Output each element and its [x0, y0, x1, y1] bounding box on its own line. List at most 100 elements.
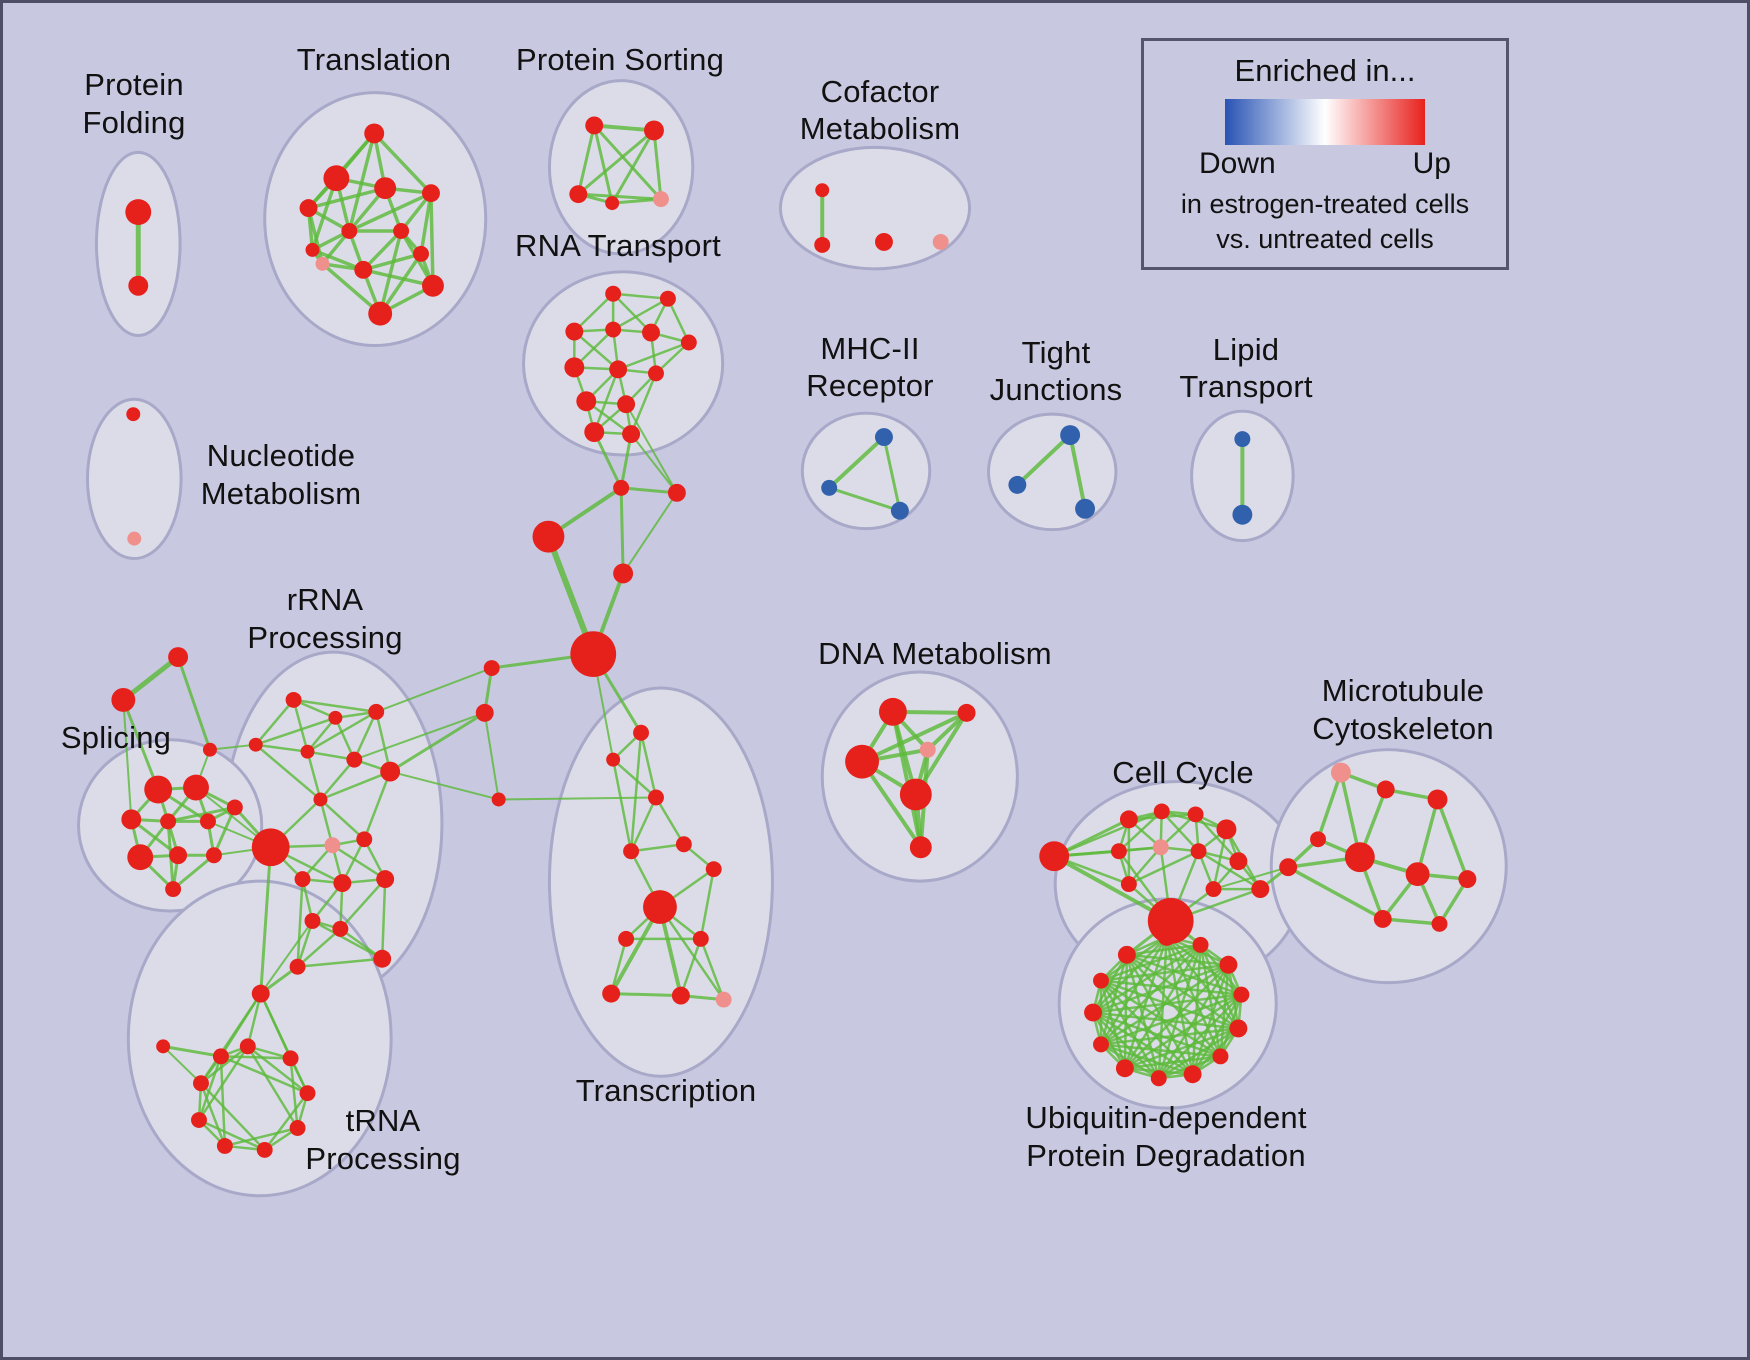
edge-mh1-mh2 — [827, 435, 886, 490]
edge-tn4-tn6 — [223, 1126, 299, 1148]
legend-title: Enriched in... — [1234, 53, 1416, 88]
edge-rr17-rr18 — [296, 957, 384, 968]
edge-ub6-ub10 — [1099, 1043, 1222, 1058]
legend-up-label: Up — [1412, 147, 1451, 180]
edge-ub3-ub12 — [1099, 963, 1230, 982]
edge-ub4-ub12 — [1099, 979, 1243, 996]
gene-set-node-nm1 — [126, 407, 141, 422]
gene-set-node-tr8 — [305, 242, 320, 257]
edge-rr18-rr15 — [311, 919, 384, 961]
gene-set-node-mt8 — [1458, 870, 1477, 889]
edge-tn1-tn3 — [246, 1045, 309, 1095]
gene-set-node-ps1 — [585, 116, 604, 135]
gene-set-node-ub7 — [1183, 1065, 1202, 1084]
gene-set-node-dm6 — [909, 836, 932, 859]
gene-set-node-rt9 — [648, 365, 664, 382]
edge-rr4-rr2 — [254, 716, 337, 746]
gene-set-node-tn6 — [216, 1137, 233, 1154]
gene-set-node-tc2 — [606, 752, 621, 767]
edge-ps2-ps3 — [576, 128, 656, 196]
edge-rt3-rt8 — [573, 330, 620, 371]
edge-rr9-rr11 — [319, 798, 366, 841]
edge-tn3-tn5 — [263, 1091, 309, 1152]
edge-tr3-tr4 — [306, 186, 387, 210]
gene-set-node-mt7 — [1405, 862, 1430, 887]
edge-tn4-tn1 — [246, 1045, 299, 1130]
gene-set-node-rr18 — [373, 949, 392, 968]
edge-rr14-rr10 — [331, 844, 387, 881]
gene-set-node-tn5 — [256, 1141, 273, 1158]
gene-set-node-cc3 — [1153, 803, 1170, 820]
edge-ps2-ps5 — [652, 128, 663, 201]
gene-set-node-sp1 — [144, 775, 173, 804]
gene-set-node-rt11 — [617, 395, 636, 414]
edge-fc11-sp1 — [121, 698, 160, 792]
gene-set-node-cc10 — [1120, 876, 1137, 893]
gene-set-node-sp10 — [165, 881, 182, 898]
gene-set-node-tn7 — [191, 1112, 207, 1129]
edge-tc2-tc3 — [611, 758, 658, 799]
gene-set-node-sp2 — [183, 774, 209, 801]
edge-fc7-rr6 — [353, 711, 486, 761]
edge-fc8-tc3 — [497, 796, 657, 801]
edge-ub11-ub13 — [1091, 953, 1129, 1014]
gene-set-node-rt4 — [605, 321, 622, 338]
edge-ub10-ub13 — [1099, 953, 1129, 1046]
gene-set-node-tr3 — [299, 199, 318, 218]
gene-set-node-mt5 — [1344, 842, 1375, 873]
legend-caption-line2: vs. untreated cells — [1216, 224, 1434, 254]
gene-set-node-rr1 — [285, 691, 302, 708]
edge-tc1-tc5 — [629, 731, 643, 853]
edge-rr1-rr3 — [292, 698, 378, 714]
edge-rt1-rt3 — [573, 292, 615, 333]
gene-set-node-rt12 — [584, 422, 605, 443]
edge-rr7-rr11 — [363, 770, 392, 841]
gene-set-node-pf1 — [125, 199, 152, 226]
edge-cc10-cc7 — [1127, 846, 1162, 886]
edge-tn7-tn9 — [197, 1055, 223, 1122]
gene-set-node-tr7 — [393, 223, 410, 239]
gene-set-node-rt5 — [642, 323, 660, 342]
legend-down-label: Down — [1199, 147, 1276, 180]
edge-rt2-rt4 — [611, 297, 670, 331]
edge-mt1-mt4 — [1316, 770, 1343, 842]
gene-set-node-ub1 — [1157, 927, 1176, 946]
gene-set-node-rt10 — [576, 391, 597, 412]
edge-ub9-ub13 — [1123, 953, 1129, 1070]
edge-tc3-tc5 — [629, 796, 658, 853]
edge-ub6-ub13 — [1125, 953, 1222, 1058]
edge-rt6-rt8 — [616, 341, 691, 371]
gene-set-node-dm5 — [899, 778, 932, 811]
gene-set-node-ps4 — [605, 196, 620, 211]
gene-set-node-mt1 — [1330, 762, 1351, 783]
edge-ps1-ps5 — [592, 123, 663, 201]
edge-ub4-ub8 — [1157, 993, 1243, 1080]
edge-tr5-tr6 — [347, 191, 433, 233]
gene-set-node-cc7 — [1152, 839, 1169, 856]
edge-rt11-fc1 — [625, 403, 678, 494]
gene-set-node-fc10 — [168, 647, 189, 668]
edge-rr1-rr5 — [292, 698, 309, 753]
edge-rt13-rt9 — [629, 372, 658, 436]
edge-rt1-rt5 — [611, 292, 653, 334]
gene-set-node-fc11 — [111, 687, 136, 712]
edge-ub5-ub13 — [1125, 953, 1240, 1030]
gene-set-node-ps5 — [652, 191, 669, 208]
gene-set-node-ub5 — [1229, 1019, 1248, 1038]
gene-set-node-cc2 — [1119, 810, 1138, 829]
edge-fc2-fc4 — [619, 486, 625, 575]
edge-tc4-tc5 — [629, 843, 686, 853]
gene-set-node-rr13 — [333, 874, 352, 893]
gene-set-node-cc5 — [1216, 819, 1237, 840]
edge-tc9-tc11 — [679, 937, 703, 997]
gene-set-node-rr3 — [368, 703, 385, 720]
edge-tc12-tc7 — [658, 905, 725, 1001]
gene-set-node-mt6 — [1279, 858, 1298, 877]
gene-set-node-dm2 — [957, 703, 976, 722]
gene-set-node-tn9 — [212, 1048, 229, 1065]
edge-rt13-fc1 — [630, 433, 678, 494]
gene-set-node-lt1 — [1234, 431, 1251, 448]
gene-set-node-sp8 — [169, 846, 188, 865]
gene-set-node-rt8 — [609, 360, 628, 379]
gene-set-node-fc6 — [483, 660, 500, 677]
